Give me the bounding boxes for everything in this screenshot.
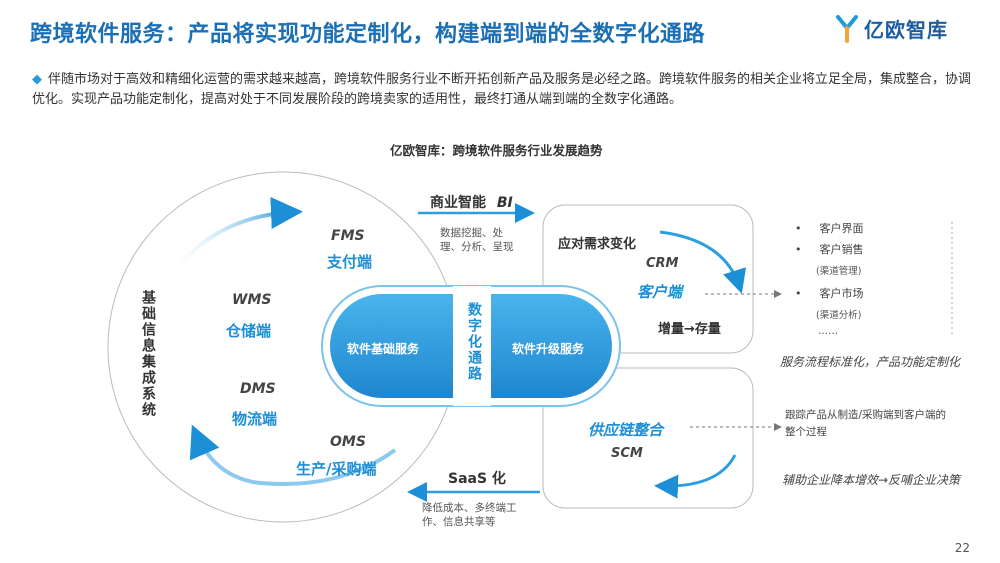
left-vertical-label: 基础信息集成系统 [140,290,156,418]
intro-paragraph: ◆伴随市场对于高效和精细化运营的需求越来越高，跨境软件服务行业不断开拓创新产品及… [32,70,982,110]
note-standardization: 服务流程标准化，产品功能定制化 [780,355,961,369]
crm-list-item-2-sub: (渠道管理) [816,266,862,277]
note-cost-efficiency: 辅助企业降本增效→反哺企业决策 [782,473,961,487]
crm-list-item-1-text: 客户界面 [819,222,864,235]
crm-list-item-2-text: 客户销售 [819,243,864,256]
page-title: 跨境软件服务：产品将实现功能定制化，构建端到端的全数字化通路 [30,22,706,47]
crm-heading: 应对需求变化 [558,237,637,252]
saas-desc: 降低成本、多终端工作、信息共享等 [422,502,517,528]
scm-code: SCM [611,446,643,461]
fms-code: FMS [331,228,365,244]
crm-list-item-3-sub: (渠道分析) [816,310,862,321]
dms-code: DMS [240,381,276,397]
saas-label: SaaS 化 [448,471,506,487]
dms-name: 物流端 [232,410,278,428]
crm-list-item-2: •客户销售 [795,243,864,256]
intro-text: 伴随市场对于高效和精细化运营的需求越来越高，跨境软件服务行业不断开拓创新产品及服… [32,72,972,107]
bi-label-text: 商业智能 [430,195,486,211]
wms-name: 仓储端 [226,322,272,340]
diagram-title: 亿欧智库：跨境软件服务行业发展趋势 [390,143,603,158]
oms-code: OMS [330,434,366,450]
bi-code: BI [496,195,513,211]
crm-list-item-3-text: 客户市场 [819,287,864,300]
pill-right-label: 软件升级服务 [512,342,585,356]
logo-text: 亿欧智库 [864,18,948,42]
diamond-bullet-icon: ◆ [32,72,42,87]
arc-arrow-top [173,196,303,272]
arc-arrow-bottom [189,424,397,487]
crm-arc-arrow [659,230,747,294]
pill-center-label: 数字化通路 [466,302,482,382]
oms-name: 生产/采购端 [296,460,377,478]
scm-arc-arrow [654,454,737,499]
logo-icon [836,14,858,43]
logo: 亿欧智库 [836,14,948,43]
pill-center-band [453,286,491,406]
scm-box [542,367,754,509]
fms-name: 支付端 [327,253,373,271]
scm-name: 供应链整合 [588,421,664,439]
page-number: 22 [954,541,970,555]
wms-code: WMS [232,292,272,308]
bi-label: 商业智能 BI [430,192,513,212]
scm-desc: 跟踪产品从制造/采购端到客户端的整个过程 [785,409,947,438]
bi-desc: 数据挖掘、处理、分析、呈现 [440,227,514,253]
crm-code: CRM [646,256,679,271]
crm-list-item-1: •客户界面 [795,222,864,235]
crm-name: 客户端 [637,283,683,301]
pill-left-label: 软件基础服务 [347,342,420,356]
crm-list-item-3: •客户市场 [795,287,864,300]
crm-foot: 增量→存量 [658,322,721,337]
crm-list-ellipsis: ...... [818,325,839,337]
